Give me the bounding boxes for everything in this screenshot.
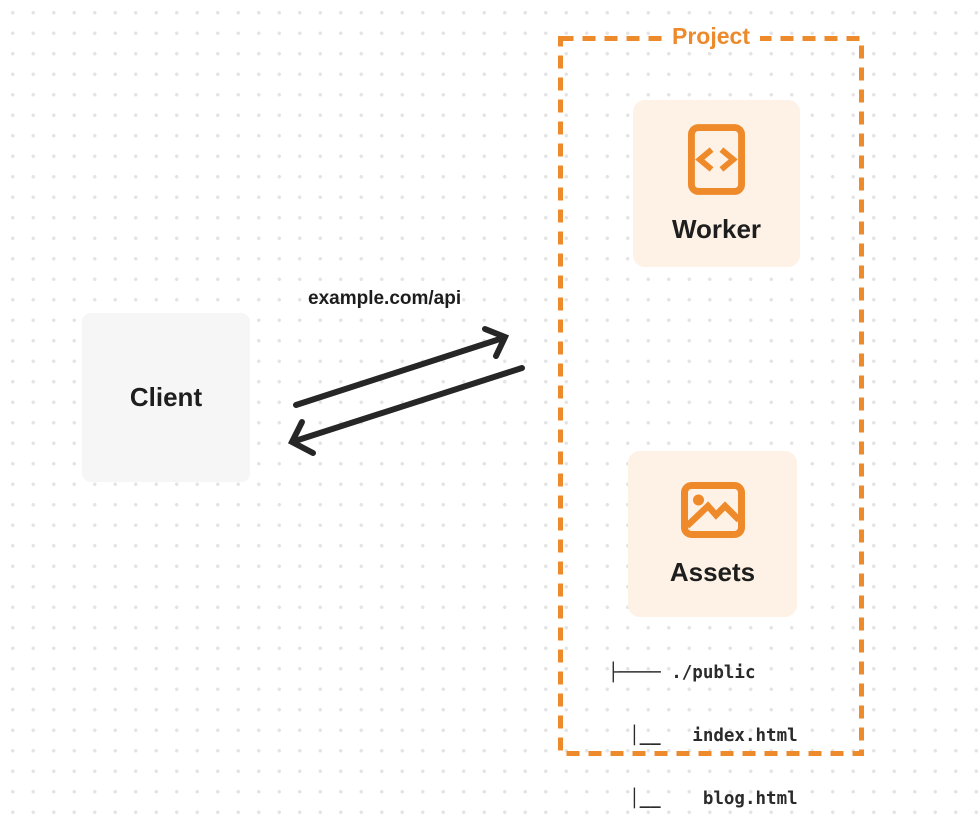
project-title: Project: [662, 21, 760, 51]
worker-node: Worker: [633, 100, 800, 267]
request-url-label: example.com/api: [308, 288, 462, 309]
file-tree-item: │__ blog.html: [608, 789, 798, 809]
image-icon: [680, 481, 745, 538]
file-tree-item: │__ index.html: [608, 726, 798, 746]
client-label: Client: [129, 382, 203, 412]
assets-file-tree: ├──── ./public │__ index.html │__ blog.h…: [608, 621, 798, 818]
assets-node: Assets: [628, 451, 797, 617]
client-node: Client: [82, 313, 250, 482]
response-arrow: [288, 365, 525, 456]
code-document-icon: [688, 123, 745, 195]
file-tree-root: ├──── ./public: [608, 663, 756, 683]
assets-label: Assets: [669, 556, 756, 587]
worker-label: Worker: [671, 213, 762, 244]
project-dashed-border: [558, 36, 864, 756]
project-container: Project Worker Assets ├──── ./public │__…: [558, 21, 864, 809]
request-arrow: [293, 326, 510, 408]
